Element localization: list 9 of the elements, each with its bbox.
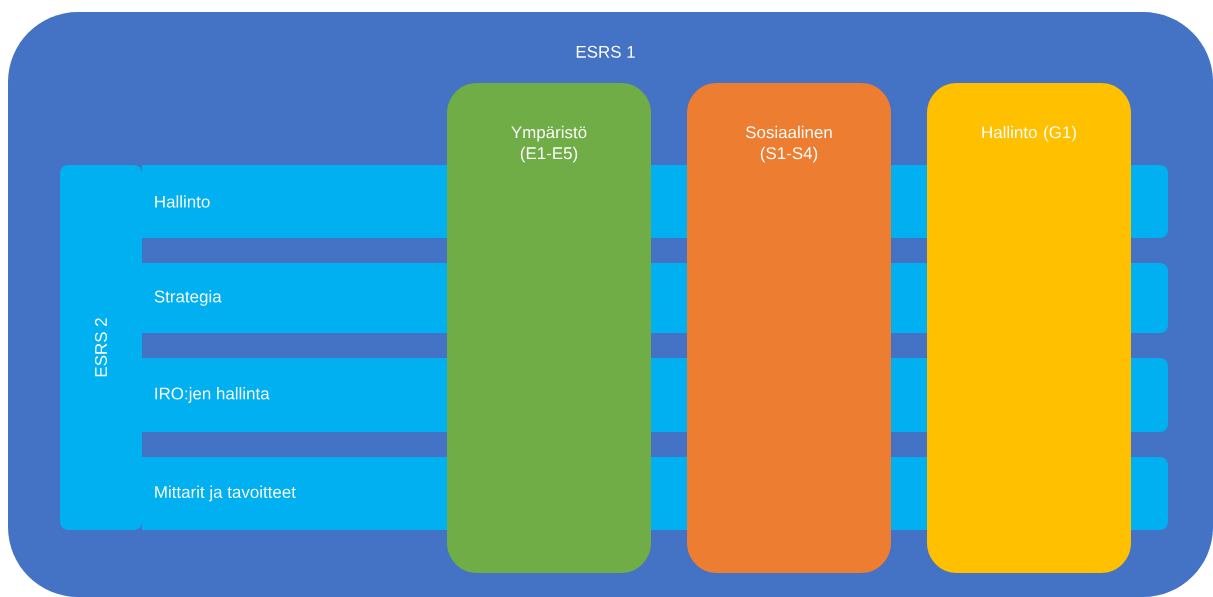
- node-label: ESRS 2: [95, 318, 108, 377]
- column-box: Hallinto (G1): [927, 83, 1131, 573]
- column-box: Sosiaalinen (S1-S4): [687, 83, 891, 573]
- node-label: IRO:jen hallinta: [155, 387, 270, 403]
- node-label: Strategia: [154, 290, 222, 306]
- column-box: Ympäristö (E1-E5): [447, 83, 651, 573]
- node-label: Mittarit ja tavoitteet: [155, 485, 296, 502]
- side-band: ESRS 2: [60, 165, 142, 530]
- node-label: Hallinto: [155, 195, 210, 208]
